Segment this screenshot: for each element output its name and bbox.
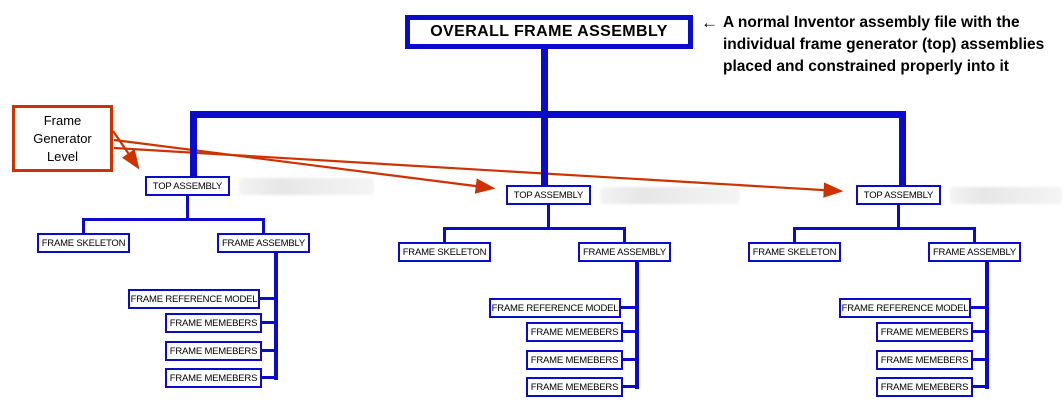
annotation-note: ← A normal Inventor assembly file with t… — [701, 12, 1057, 78]
left-arrow-icon: ← — [701, 13, 718, 32]
connector-line — [258, 297, 274, 300]
connector-line — [793, 227, 796, 242]
frame-members-node: FRAME MEMEBERS — [526, 377, 623, 397]
frame-assembly-node: FRAME ASSEMBLY — [217, 233, 310, 253]
arrow-to-subtree-1 — [112, 130, 140, 170]
redacted-text — [950, 187, 1062, 204]
connector-line — [971, 358, 985, 361]
connector-line — [547, 205, 550, 227]
connector-line — [971, 385, 985, 388]
callout-line: Frame — [43, 112, 82, 128]
connector-line — [985, 262, 989, 389]
connector-line — [541, 114, 548, 185]
frame-reference-model-node: FRAME REFERENCE MODEL — [128, 289, 260, 309]
frame-reference-model-node: FRAME REFERENCE MODEL — [489, 298, 621, 318]
frame-members-node: FRAME MEMEBERS — [165, 341, 262, 361]
connector-line — [621, 385, 635, 388]
connector-line — [623, 227, 626, 242]
connector-line — [443, 227, 446, 242]
assembly-subtree-2: TOP ASSEMBLY FRAME SKELETON FRAME ASSEMB… — [398, 185, 740, 400]
connector-line — [541, 48, 548, 114]
frame-members-node: FRAME MEMEBERS — [526, 350, 623, 370]
connector-line — [260, 321, 274, 324]
callout-line: Generator — [33, 130, 92, 146]
connector-line — [621, 330, 635, 333]
frame-assembly-node: FRAME ASSEMBLY — [578, 242, 671, 262]
connector-line — [971, 330, 985, 333]
connector-line — [190, 114, 197, 176]
frame-skeleton-node: FRAME SKELETON — [398, 242, 491, 262]
connector-line — [262, 218, 265, 233]
connector-line — [82, 218, 85, 233]
connector-line — [190, 111, 906, 118]
connector-line — [793, 227, 976, 230]
top-assembly-node: TOP ASSEMBLY — [506, 185, 591, 205]
connector-line — [635, 262, 639, 389]
frame-members-node: FRAME MEMEBERS — [876, 350, 973, 370]
frame-members-node: FRAME MEMEBERS — [526, 322, 623, 342]
connector-line — [973, 227, 976, 242]
connector-line — [443, 227, 626, 230]
connector-line — [969, 306, 985, 309]
connector-line — [897, 205, 900, 227]
annotation-text: A normal Inventor assembly file with the… — [723, 14, 1045, 75]
assembly-subtree-1: TOP ASSEMBLY FRAME SKELETON FRAME ASSEMB… — [37, 176, 374, 391]
connector-line — [260, 376, 274, 379]
connector-line — [619, 306, 635, 309]
frame-members-node: FRAME MEMEBERS — [165, 368, 262, 388]
connector-line — [274, 253, 278, 380]
connector-line — [899, 114, 906, 185]
connector-line — [621, 358, 635, 361]
frame-members-node: FRAME MEMEBERS — [165, 313, 262, 333]
connector-line — [82, 218, 265, 221]
assembly-subtree-3: TOP ASSEMBLY FRAME SKELETON FRAME ASSEMB… — [748, 185, 1062, 400]
overall-frame-assembly-node: OVERALL FRAME ASSEMBLY — [405, 15, 693, 49]
callout-line: Level — [46, 148, 79, 164]
frame-reference-model-node: FRAME REFERENCE MODEL — [839, 298, 971, 318]
frame-members-node: FRAME MEMEBERS — [876, 322, 973, 342]
frame-skeleton-node: FRAME SKELETON — [748, 242, 841, 262]
top-assembly-node: TOP ASSEMBLY — [145, 176, 230, 196]
redacted-text — [239, 178, 374, 195]
redacted-text — [600, 187, 740, 204]
frame-assembly-node: FRAME ASSEMBLY — [928, 242, 1021, 262]
frame-members-node: FRAME MEMEBERS — [876, 377, 973, 397]
connector-line — [260, 349, 274, 352]
connector-line — [186, 196, 189, 218]
frame-skeleton-node: FRAME SKELETON — [37, 233, 130, 253]
frame-generator-level-callout: Frame Generator Level — [12, 105, 113, 172]
top-assembly-node: TOP ASSEMBLY — [856, 185, 941, 205]
